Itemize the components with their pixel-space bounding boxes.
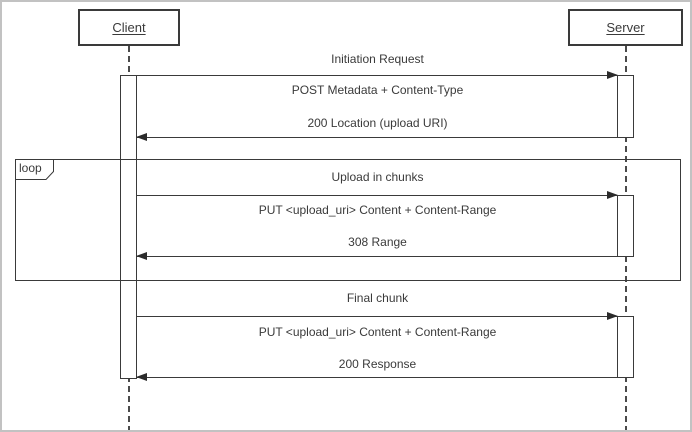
response-message-label: 308 Range — [348, 235, 407, 249]
response-arrow-line — [136, 256, 618, 257]
response-arrowhead-left-icon — [136, 373, 147, 381]
loop-fragment — [15, 159, 681, 281]
response-arrowhead-left-icon — [136, 133, 147, 141]
response-arrow-line — [136, 137, 618, 138]
response-message-label: 200 Location (upload URI) — [307, 116, 448, 130]
client-activation-bar — [120, 75, 137, 379]
loop-pentagon-icon — [15, 159, 54, 180]
loop-fragment-label: loop — [15, 159, 55, 180]
request-message-label: PUT <upload_uri> Content + Content-Range — [258, 203, 497, 217]
message-title: Initiation Request — [331, 52, 424, 66]
request-arrow-line — [136, 195, 618, 196]
server-activation-bar-2 — [617, 195, 634, 257]
request-arrowhead-right-icon — [607, 312, 618, 320]
server-activation-bar-1 — [617, 75, 634, 138]
response-message-label: 200 Response — [338, 357, 417, 371]
actor-server-label: Server — [606, 20, 645, 35]
actor-client-label: Client — [112, 20, 146, 35]
message-title: Upload in chunks — [331, 170, 424, 184]
request-arrowhead-right-icon — [607, 71, 618, 79]
request-arrow-line — [136, 75, 618, 76]
request-arrowhead-right-icon — [607, 191, 618, 199]
message-title: Final chunk — [346, 291, 409, 305]
request-message-label: POST Metadata + Content-Type — [291, 83, 464, 97]
request-message-label: PUT <upload_uri> Content + Content-Range — [258, 325, 497, 339]
response-arrow-line — [136, 377, 618, 378]
loop-label-text: loop — [19, 161, 42, 175]
actor-server: Server — [568, 9, 683, 46]
actor-client: Client — [78, 9, 180, 46]
response-arrowhead-left-icon — [136, 252, 147, 260]
request-arrow-line — [136, 316, 618, 317]
server-activation-bar-3 — [617, 316, 634, 378]
